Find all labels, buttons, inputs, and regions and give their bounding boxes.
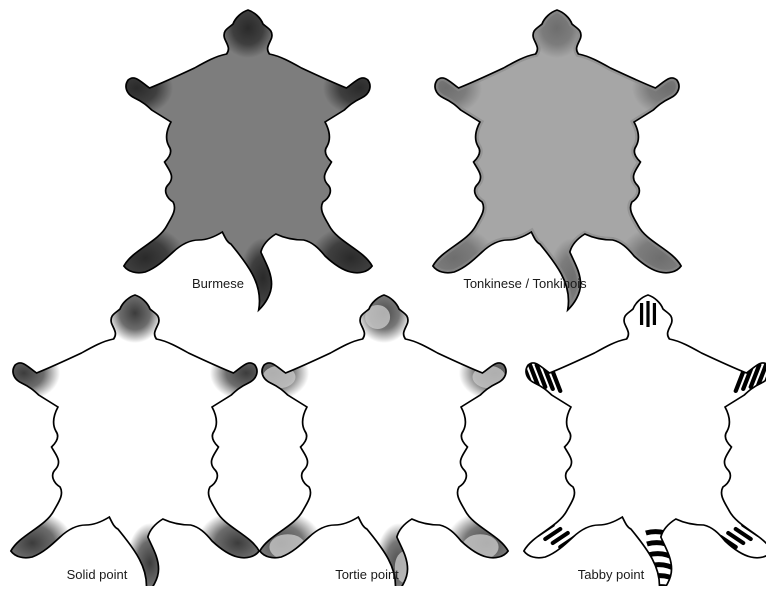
- caption-tonkinese: Tonkinese / Tonkinois: [463, 276, 586, 291]
- pelt-tortie-point: [236, 283, 531, 586]
- caption-solid-point: Solid point: [67, 567, 128, 582]
- caption-tabby-point: Tabby point: [578, 567, 645, 582]
- pelt-tonkinese: [409, 0, 704, 318]
- pelt-burmese: [100, 0, 395, 318]
- pelt-solid-point: [0, 283, 283, 586]
- caption-burmese: Burmese: [192, 276, 244, 291]
- caption-tortie-point: Tortie point: [335, 567, 399, 582]
- pelt-tabby-point: [522, 295, 766, 586]
